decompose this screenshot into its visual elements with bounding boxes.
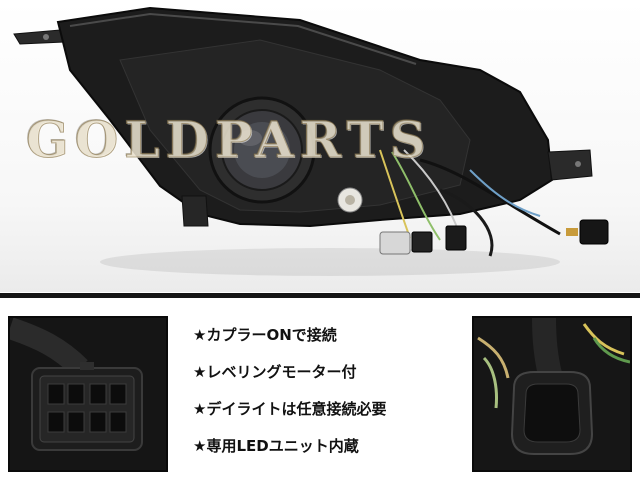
connector-8pin-illustration xyxy=(10,318,166,470)
connector-detail-photo-right xyxy=(472,316,632,472)
feature-item-leveling-motor: ★レベリングモーター付 xyxy=(193,363,357,381)
product-photo: GOLDPARTS xyxy=(0,0,640,292)
section-divider xyxy=(0,293,640,298)
feature-list: ★カプラーONで接続 ★レベリングモーター付 ★デイライトは任意接続必要 ★専用… xyxy=(193,325,463,473)
connector-oval-illustration xyxy=(474,318,630,470)
watermark-logo: GOLDPARTS xyxy=(26,110,432,170)
feature-item-led-unit: ★専用LEDユニット内蔵 xyxy=(193,437,359,455)
connector-detail-photo-left xyxy=(8,316,168,472)
feature-item-coupler: ★カプラーONで接続 xyxy=(193,326,337,344)
headlight-illustration xyxy=(13,6,609,276)
feature-item-daylight: ★デイライトは任意接続必要 xyxy=(193,400,387,418)
